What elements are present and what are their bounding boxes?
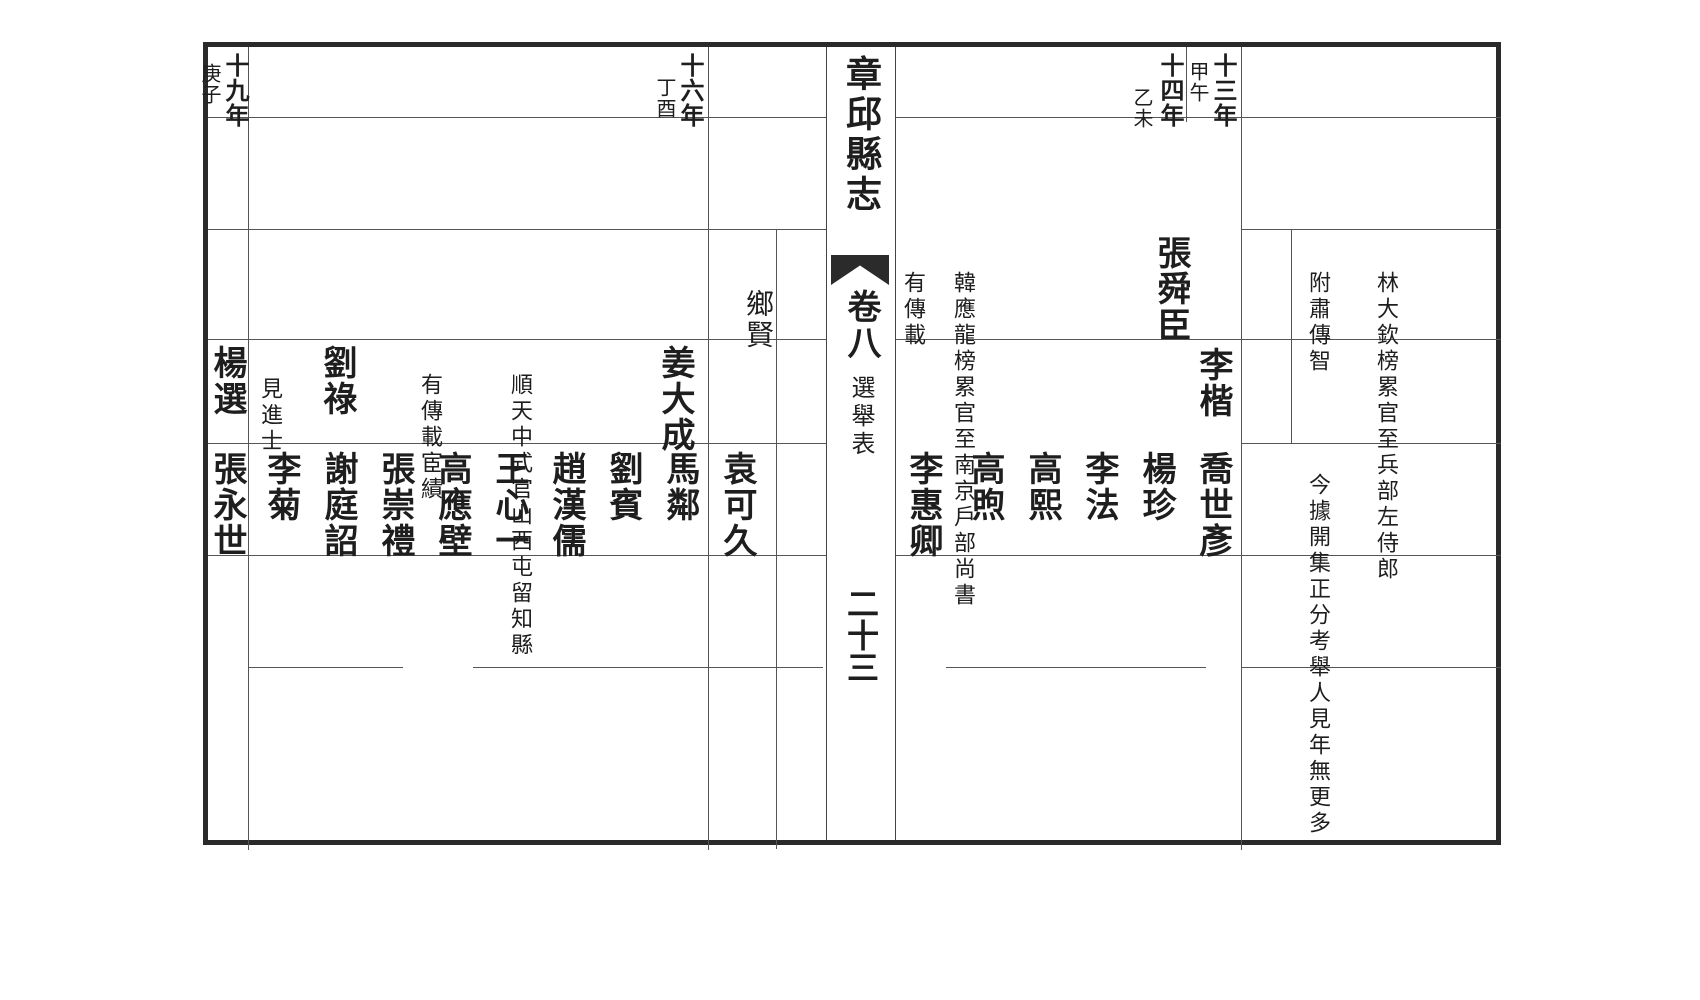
year-ganzhi-jiawu: 甲午 (1186, 61, 1210, 103)
name-qiao-shiyan: 喬世彥 (1193, 451, 1233, 559)
rule-line (1291, 229, 1292, 444)
zhang-note-a: 韓應龍榜累官至南京戶部尚書 (950, 271, 975, 609)
rule-line (896, 117, 1501, 118)
rule-line (208, 117, 826, 118)
name-yang-xuan: 楊選 (207, 345, 247, 417)
rule-line (1241, 339, 1501, 340)
right-page: 十三年 甲午 十四年 乙未 張舜臣 韓應龍榜累官至南京戶部尚書 有傳載 林大欽榜… (896, 47, 1501, 850)
rule-line (946, 667, 1206, 668)
name-li-kai: 李楷 (1193, 347, 1233, 419)
name-yang-zhen: 楊珍 (1136, 451, 1176, 523)
liu-note: 見進士 (257, 377, 282, 455)
rule-line (208, 443, 826, 444)
rule-line (473, 667, 823, 668)
page-number: 二十三 (842, 587, 880, 683)
jiang-note-a: 順天中式官山西屯留知縣 (507, 373, 532, 659)
rule-line (896, 555, 1501, 556)
jiang-note-b: 有傳載宦績 (417, 373, 442, 503)
lin-note-b: 附肅傳智 (1305, 271, 1330, 375)
name-zhang-shunchen: 張舜臣 (1151, 235, 1191, 343)
left-page: 十九年 庚子 十六年 丁酉 鄉賢 姜大成 順天中式官山西屯留知縣 有傳載宦績 劉… (198, 47, 826, 850)
rule-line (208, 339, 826, 340)
year-header-16: 十六年 (676, 53, 705, 128)
lin-note-a: 林大欽榜累官至兵部左侍郎 (1373, 271, 1398, 583)
name-xie-tingzhao: 謝庭詔 (318, 451, 358, 559)
year-header-13: 十三年 (1209, 53, 1238, 128)
name-gao-xi: 高熙 (1022, 451, 1062, 523)
name-yuan-kejiu: 袁可久 (717, 451, 757, 559)
year-ganzhi-dingyou: 丁酉 (653, 77, 677, 119)
name-ma-lin: 馬鄰 (660, 451, 700, 523)
year-ganzhi-yiwei: 乙未 (1130, 87, 1154, 129)
name-zhang-chongli: 張崇禮 (375, 451, 415, 559)
kaoju-footnote: 今據開集正分考舉人見年無更多 (1305, 473, 1330, 837)
name-li-fa: 李法 (1079, 451, 1119, 523)
center-column: 章邱縣志 卷八 選舉表 二十三 (826, 47, 896, 840)
rule-line (248, 667, 403, 668)
page-frame: 十九年 庚子 十六年 丁酉 鄉賢 姜大成 順天中式官山西屯留知縣 有傳載宦績 劉… (198, 42, 1501, 850)
name-jiang-dacheng: 姜大成 (655, 345, 695, 453)
gazetteer-title: 章邱縣志 (840, 55, 882, 215)
rule-line (248, 47, 249, 850)
year-header-19: 十九年 (221, 53, 250, 128)
juan-number: 卷八 (841, 289, 881, 361)
year-header-14: 十四年 (1156, 53, 1185, 128)
name-li-ju: 李菊 (261, 451, 301, 523)
name-zhao-hanru: 趙漢儒 (546, 451, 586, 559)
name-gao-xu: 高煦 (965, 451, 1005, 523)
rule-line (1241, 47, 1242, 850)
name-liu-lu: 劉祿 (317, 345, 357, 417)
zhang-note-b: 有傳載 (900, 271, 925, 349)
name-liu-bin: 劉賓 (603, 451, 643, 523)
rule-line (896, 339, 1241, 340)
rule-line (1241, 229, 1501, 230)
rule-line (1186, 47, 1187, 122)
label-xiangxian: 鄉賢 (742, 289, 775, 351)
rule-line (1241, 667, 1501, 668)
section-title: 選舉表 (847, 375, 875, 459)
rule-line (208, 555, 826, 556)
rule-line (1241, 443, 1501, 444)
rule-line (776, 229, 777, 849)
year-ganzhi-gengzi: 庚子 (198, 63, 222, 105)
rule-line (208, 229, 826, 230)
name-zhang-yongshi: 張永世 (207, 451, 247, 559)
name-wang-xinyi: 王心一 (489, 451, 529, 559)
name-li-huiqing: 李惠卿 (903, 451, 943, 559)
rule-line (708, 47, 709, 850)
name-gao-yingbi: 高應壁 (432, 451, 472, 559)
fishtail-mark (831, 255, 889, 285)
